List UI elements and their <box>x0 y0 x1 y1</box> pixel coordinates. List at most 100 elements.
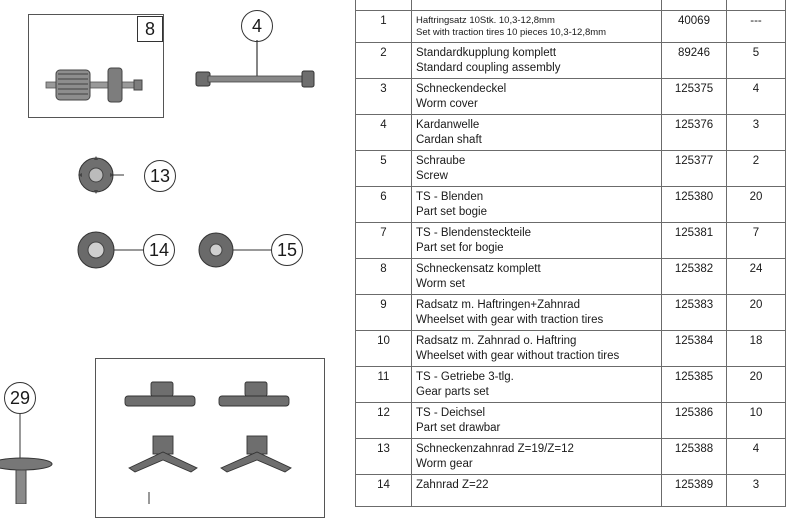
callout-13: 13 <box>144 160 176 192</box>
description-english: Standard coupling assembly <box>416 62 561 74</box>
cell-position: 14 <box>355 474 412 507</box>
cell-position: 13 <box>355 438 412 475</box>
description-german: Standardkupplung komplett <box>416 47 557 59</box>
gear-14-drawing <box>77 231 148 269</box>
description-german: Kardanwelle <box>416 119 480 131</box>
cell-quantity: 4 <box>726 438 786 475</box>
cell-position: 5 <box>355 150 412 187</box>
header-cell-number <box>661 0 727 11</box>
table-header-row <box>355 0 786 11</box>
description-english: Gear parts set <box>416 386 489 398</box>
description-german: TS - Deichsel <box>416 407 486 419</box>
header-cell-desc <box>411 0 662 11</box>
cell-part-number: 125384 <box>661 330 727 367</box>
callout-15: 15 <box>271 234 303 266</box>
cell-quantity: 4 <box>726 78 786 115</box>
header-cell-pos <box>355 0 412 11</box>
description-english: Worm set <box>416 278 465 290</box>
cardan-shaft-drawing <box>195 40 315 88</box>
cell-part-number: 125375 <box>661 78 727 115</box>
description-english: Cardan shaft <box>416 134 482 146</box>
description-english: Part set for bogie <box>416 242 504 254</box>
cell-quantity: 5 <box>726 42 786 79</box>
cell-description: Zahnrad Z=22 <box>411 474 662 507</box>
description-english: Part set drawbar <box>416 422 501 434</box>
cell-quantity: 18 <box>726 330 786 367</box>
description-english: Wheelset with gear with traction tires <box>416 314 604 326</box>
cell-quantity: --- <box>726 10 786 43</box>
callout-4: 4 <box>241 10 273 42</box>
bogie-parts-drawing <box>124 381 292 504</box>
cell-quantity: 2 <box>726 150 786 187</box>
cell-part-number: 125382 <box>661 258 727 295</box>
cell-quantity: 10 <box>726 402 786 439</box>
callout-29: 29 <box>4 382 36 414</box>
description-german: Radsatz m. Haftringen+Zahnrad <box>416 299 580 311</box>
cell-position: 4 <box>355 114 412 151</box>
description-german: TS - Blenden <box>416 191 484 203</box>
cell-quantity: 7 <box>726 222 786 259</box>
cell-part-number: 125380 <box>661 186 727 223</box>
description-german: Zahnrad Z=22 <box>416 479 489 491</box>
worm-gear-drawing <box>45 67 143 103</box>
description-german: Schneckendeckel <box>416 83 507 95</box>
header-cell-qty <box>726 0 786 11</box>
cell-part-number: 125383 <box>661 294 727 331</box>
description-english: Worm gear <box>416 458 473 470</box>
cell-part-number: 125377 <box>661 150 727 187</box>
description-german: Schraube <box>416 155 466 167</box>
cell-quantity: 20 <box>726 186 786 223</box>
cell-position: 11 <box>355 366 412 403</box>
worm-gear-13-drawing <box>78 156 124 194</box>
description-german: TS - Getriebe 3-tlg. <box>416 371 514 383</box>
description-english: Set with traction tires 10 pieces 10,3-1… <box>416 27 607 38</box>
cell-position: 10 <box>355 330 412 367</box>
description-german: Radsatz m. Zahnrad o. Haftring <box>416 335 577 347</box>
cell-part-number: 89246 <box>661 42 727 79</box>
gear-15-drawing <box>198 232 274 268</box>
callout-8: 8 <box>137 16 163 42</box>
worm-set-frame <box>28 14 164 118</box>
description-german: Haftringsatz 10Stk. 10,3-12,8mm <box>416 15 555 26</box>
description-english: Screw <box>416 170 448 182</box>
cell-part-number: 125388 <box>661 438 727 475</box>
cell-position: 9 <box>355 294 412 331</box>
cell-part-number: 125389 <box>661 474 727 507</box>
cell-quantity: 20 <box>726 294 786 331</box>
cell-quantity: 20 <box>726 366 786 403</box>
cell-position: 2 <box>355 42 412 79</box>
description-english: Worm cover <box>416 98 478 110</box>
description-german: TS - Blendensteckteile <box>416 227 532 239</box>
cell-position: 6 <box>355 186 412 223</box>
cell-position: 12 <box>355 402 412 439</box>
cell-quantity: 3 <box>726 114 786 151</box>
cell-part-number: 125376 <box>661 114 727 151</box>
part-29-drawing <box>0 414 53 504</box>
description-german: Schneckensatz komplett <box>416 263 541 275</box>
parts-drawing-area: 8 4 13 14 15 29 <box>0 0 345 518</box>
